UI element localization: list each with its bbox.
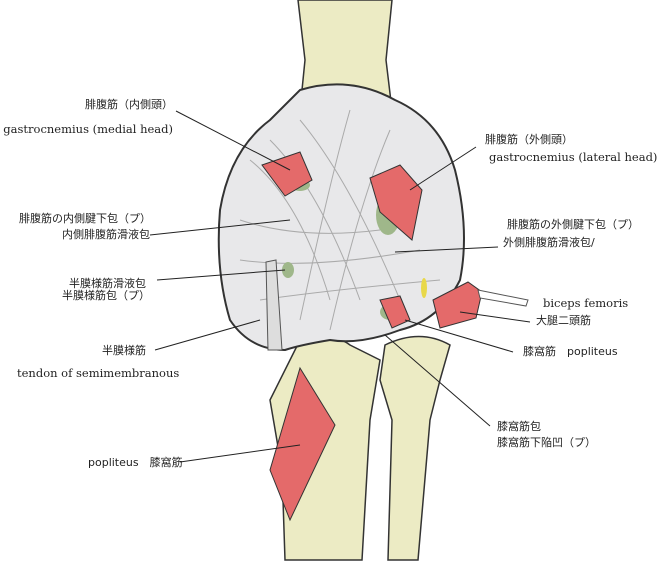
label-semimembranosus-jp: 半膜様筋 bbox=[102, 344, 146, 357]
gastrocnemius-lateral-head bbox=[369, 164, 423, 241]
label-gastrocnemius-medial-jp: 腓腹筋（内側頭） bbox=[85, 98, 173, 111]
label-lateral-bursa-jp1: 腓腹筋の外側腱下包（プ） bbox=[507, 218, 639, 231]
label-biceps-femoris-jp: 大腿二頭筋 bbox=[536, 314, 591, 327]
popliteus-bursa-muscle bbox=[379, 295, 411, 329]
label-popliteus-upper: 膝窩筋 popliteus bbox=[523, 345, 618, 358]
label-semimembranosus-en: tendon of semimembranous bbox=[17, 366, 180, 380]
label-semimembranosus-bursa-jp1: 半膜様筋滑液包 bbox=[69, 277, 146, 290]
label-gastrocnemius-medial-en: gastrocnemius (medial head) bbox=[3, 122, 173, 136]
biceps-femoris bbox=[432, 281, 483, 329]
label-medial-bursa-jp1: 腓腹筋の内側腱下包（プ） bbox=[19, 212, 151, 225]
label-gastrocnemius-lateral-en: gastrocnemius (lateral head) bbox=[489, 150, 658, 164]
label-popliteus-bursa-jp2: 膝窩筋下陥凹（プ） bbox=[497, 436, 596, 449]
biceps-tendon bbox=[477, 289, 529, 307]
label-medial-bursa-jp2: 内側腓腹筋滑液包 bbox=[62, 228, 150, 241]
semimembranosus-tendon bbox=[265, 259, 283, 351]
leader-lines bbox=[149, 110, 531, 463]
semimembranosus-bursa bbox=[282, 262, 294, 278]
label-popliteus-bursa-jp1: 膝窩筋包 bbox=[497, 420, 541, 433]
label-semimembranosus-bursa-jp2: 半膜様筋包（プ） bbox=[62, 289, 150, 302]
fibula bbox=[379, 335, 451, 561]
label-lateral-bursa-jp2: 外側腓腹筋滑液包/ bbox=[503, 236, 595, 249]
joint-capsule bbox=[217, 83, 465, 352]
popliteus-muscle bbox=[269, 366, 336, 522]
label-gastrocnemius-lateral-jp: 腓腹筋（外側頭） bbox=[485, 133, 573, 146]
label-popliteus-lower: popliteus 膝窩筋 bbox=[88, 456, 183, 469]
yellow-structure bbox=[421, 278, 427, 298]
label-biceps-femoris-en: biceps femoris bbox=[543, 296, 629, 310]
ligament-fibers bbox=[239, 109, 441, 331]
gastrocnemius-medial-head bbox=[261, 151, 313, 197]
